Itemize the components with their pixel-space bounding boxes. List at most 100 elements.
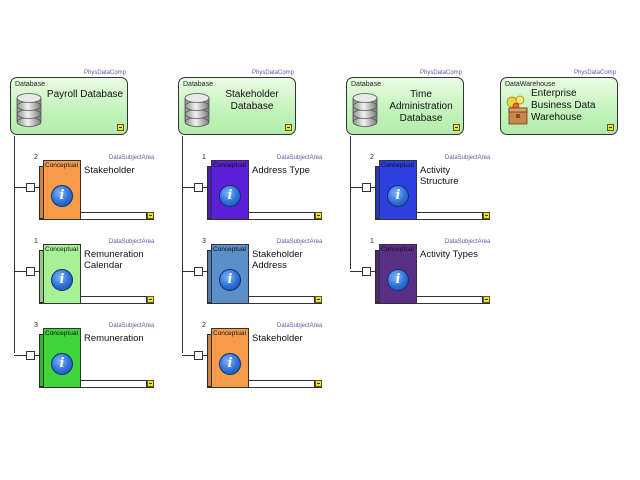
info-icon: i (219, 353, 241, 375)
entity-right-line (146, 212, 147, 220)
expand-toggle[interactable] (26, 351, 35, 360)
expand-toggle[interactable] (362, 183, 371, 192)
entity-right-line (482, 212, 483, 220)
db-type-label: DataWarehouse (505, 81, 556, 88)
entity-bottom-line (375, 303, 490, 304)
entity-title: Remuneration Calendar (84, 249, 144, 271)
entity-title: Remuneration (84, 333, 144, 344)
entity-count: 2 (202, 322, 206, 329)
entity-title: Activity Types (420, 249, 478, 260)
collapse-button[interactable] (315, 212, 322, 219)
entity-right-line (314, 296, 315, 304)
db-stereotype: PhysDataComp (420, 70, 463, 76)
expand-toggle[interactable] (362, 267, 371, 276)
entity-bottom-line (207, 303, 322, 304)
entity-count: 1 (34, 238, 38, 245)
entity-stereotype: DataSubjectArea (277, 155, 323, 161)
entity-count: 2 (370, 154, 374, 161)
entity-bottom-line (207, 219, 322, 220)
info-icon: i (219, 269, 241, 291)
db-title: Time Administration Database (389, 89, 453, 124)
entity-underline (81, 296, 154, 297)
entity-title: Stakeholder Address (252, 249, 303, 271)
entity-underline (81, 212, 154, 213)
entity-stereotype: DataSubjectArea (277, 323, 323, 329)
info-icon: i (219, 185, 241, 207)
entity-card[interactable]: Conceptual i (211, 160, 249, 220)
collapse-button[interactable] (147, 212, 154, 219)
entity-count: 1 (202, 154, 206, 161)
entity-bottom-line (39, 303, 154, 304)
entity-right-line (482, 296, 483, 304)
collapse-button[interactable] (607, 124, 614, 131)
info-icon: i (387, 185, 409, 207)
entity-stereotype: DataSubjectArea (109, 155, 155, 161)
entity-card[interactable]: Conceptual i (379, 244, 417, 304)
collapse-button[interactable] (147, 380, 154, 387)
warehouse-box-icon (506, 95, 528, 125)
entity-type-label: Conceptual (45, 246, 78, 253)
database-cylinder-icon (184, 93, 210, 127)
collapse-button[interactable] (453, 124, 460, 131)
entity-underline (81, 380, 154, 381)
entity-bottom-line (207, 387, 322, 388)
entity-card[interactable]: Conceptual i (211, 328, 249, 388)
expand-toggle[interactable] (194, 183, 203, 192)
entity-type-label: Conceptual (381, 246, 414, 253)
info-icon: i (387, 269, 409, 291)
expand-toggle[interactable] (26, 267, 35, 276)
database-cylinder-icon (16, 93, 42, 127)
db-type-label: Database (351, 81, 381, 88)
collapse-button[interactable] (147, 296, 154, 303)
collapse-button[interactable] (285, 124, 292, 131)
entity-card[interactable]: Conceptual i (211, 244, 249, 304)
entity-type-label: Conceptual (381, 162, 414, 169)
info-icon: i (51, 185, 73, 207)
db-title: Payroll Database (46, 89, 124, 100)
entity-underline (417, 296, 490, 297)
collapse-button[interactable] (483, 212, 490, 219)
entity-count: 1 (370, 238, 374, 245)
expand-toggle[interactable] (194, 267, 203, 276)
entity-bottom-line (39, 219, 154, 220)
db-title: Stakeholder Database (225, 89, 279, 112)
info-icon: i (51, 269, 73, 291)
entity-type-label: Conceptual (45, 162, 78, 169)
db-stereotype: PhysDataComp (574, 70, 617, 76)
entity-stereotype: DataSubjectArea (445, 155, 491, 161)
entity-card[interactable]: Conceptual i (43, 160, 81, 220)
db-stereotype: PhysDataComp (252, 70, 295, 76)
entity-card[interactable]: Conceptual i (43, 244, 81, 304)
entity-stereotype: DataSubjectArea (109, 239, 155, 245)
entity-count: 3 (34, 322, 38, 329)
info-icon: i (51, 353, 73, 375)
entity-underline (249, 380, 322, 381)
entity-type-label: Conceptual (213, 246, 246, 253)
db-title: Enterprise Business Data Warehouse (531, 88, 596, 123)
entity-type-label: Conceptual (213, 162, 246, 169)
entity-count: 2 (34, 154, 38, 161)
entity-title: Activity Structure (420, 165, 459, 187)
collapse-button[interactable] (117, 124, 124, 131)
collapse-button[interactable] (315, 296, 322, 303)
entity-count: 3 (202, 238, 206, 245)
expand-toggle[interactable] (26, 183, 35, 192)
db-type-label: Database (15, 81, 45, 88)
expand-toggle[interactable] (194, 351, 203, 360)
collapse-button[interactable] (483, 296, 490, 303)
db-stereotype: PhysDataComp (84, 70, 127, 76)
entity-right-line (146, 296, 147, 304)
entity-underline (249, 296, 322, 297)
entity-stereotype: DataSubjectArea (277, 239, 323, 245)
entity-type-label: Conceptual (213, 330, 246, 337)
db-type-label: Database (183, 81, 213, 88)
entity-bottom-line (375, 219, 490, 220)
entity-underline (249, 212, 322, 213)
entity-bottom-line (39, 387, 154, 388)
entity-card[interactable]: Conceptual i (379, 160, 417, 220)
entity-right-line (314, 212, 315, 220)
entity-title: Stakeholder (84, 165, 135, 176)
collapse-button[interactable] (315, 380, 322, 387)
